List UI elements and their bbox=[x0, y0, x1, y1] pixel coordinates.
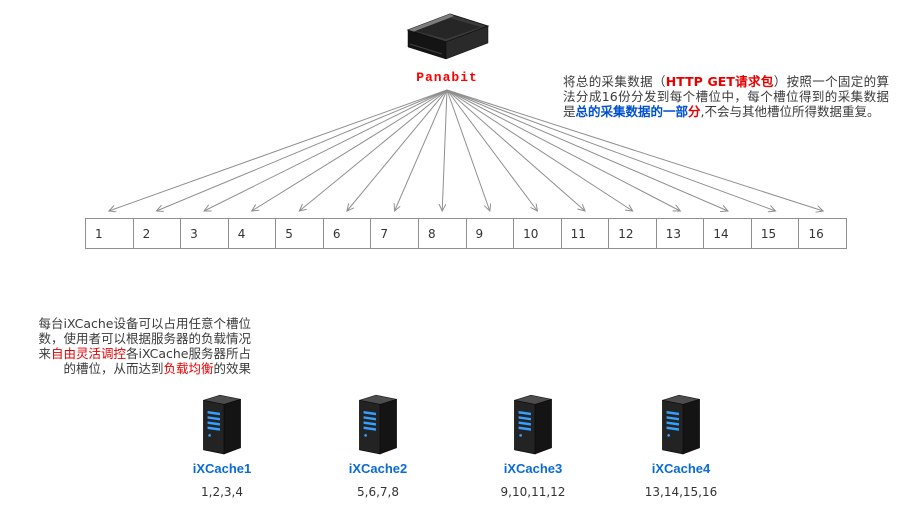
server-slot-list: 5,6,7,8 bbox=[357, 485, 399, 499]
server-ixcache1: iXCache1 1,2,3,4 bbox=[174, 390, 270, 499]
server-slot-list: 13,14,15,16 bbox=[644, 485, 718, 499]
distribution-arrow bbox=[299, 89, 448, 211]
panabit-label: Panabit bbox=[416, 70, 478, 85]
distribution-arrow bbox=[252, 89, 448, 211]
server-tower-icon bbox=[507, 390, 559, 456]
server-ixcache3: iXCache3 9,10,11,12 bbox=[485, 390, 581, 499]
server-slot-list: 1,2,3,4 bbox=[201, 485, 243, 499]
slot-cell: 8 bbox=[418, 218, 467, 249]
slot-cell: 14 bbox=[704, 218, 752, 249]
server-ixcache2: iXCache2 5,6,7,8 bbox=[330, 390, 426, 499]
note-segment: 分 bbox=[688, 104, 701, 119]
slot-cell: 5 bbox=[276, 218, 324, 249]
note-segment: ）按照一个固定的算法分成16份分发到每个槽位中，每个槽位得到的采集数据是 bbox=[563, 74, 889, 119]
note-segment: 每台iXCache设备可以占用任意个槽位数，使用者可以根据服务器的负载情况来 bbox=[38, 316, 251, 361]
server-tower-icon bbox=[655, 390, 707, 456]
panabit-device-icon bbox=[398, 8, 498, 72]
note-segment: 各iXCache服务器所占的槽位，从而达到 bbox=[63, 346, 251, 376]
server-tower-icon bbox=[352, 390, 404, 456]
slot-cell: 16 bbox=[799, 218, 847, 249]
slot-cell: 11 bbox=[561, 218, 610, 249]
network-appliance-icon bbox=[406, 13, 490, 60]
slot-cell: 6 bbox=[323, 218, 372, 249]
distribution-arrow bbox=[446, 89, 490, 211]
slot-cell: 13 bbox=[656, 218, 705, 249]
slot-cell: 2 bbox=[133, 218, 182, 249]
distribution-arrow bbox=[156, 89, 448, 211]
server-name: iXCache2 bbox=[348, 461, 408, 476]
server-tower-icon bbox=[196, 390, 248, 456]
load-balance-note: 每台iXCache设备可以占用任意个槽位数，使用者可以根据服务器的负载情况来自由… bbox=[33, 316, 251, 376]
distribution-arrow bbox=[109, 89, 448, 211]
server-ixcache4: iXCache4 13,14,15,16 bbox=[633, 390, 729, 499]
slot-cell: 1 bbox=[85, 218, 134, 249]
server-name: iXCache4 bbox=[651, 461, 711, 476]
note-segment: 的效果 bbox=[213, 361, 251, 376]
note-segment: 总的采集数据的一部 bbox=[575, 104, 689, 119]
distribution-arrow bbox=[347, 89, 448, 211]
slot-cell: 9 bbox=[466, 218, 515, 249]
slot-cell: 4 bbox=[228, 218, 277, 249]
note-segment: 负载均衡 bbox=[163, 361, 214, 376]
slot-cell: 3 bbox=[181, 218, 229, 249]
slot-cell: 12 bbox=[609, 218, 657, 249]
server-name: iXCache1 bbox=[192, 461, 252, 476]
note-segment: HTTP GET请求包 bbox=[665, 74, 774, 89]
distribution-note: 将总的采集数据（HTTP GET请求包）按照一个固定的算法分成16份分发到每个槽… bbox=[563, 74, 889, 119]
slot-cell: 7 bbox=[371, 218, 419, 249]
server-name: iXCache3 bbox=[503, 461, 563, 476]
distribution-arrow bbox=[204, 89, 448, 211]
note-segment: ,不会与其他槽位所得数据重复。 bbox=[700, 104, 880, 119]
slot-cell: 15 bbox=[751, 218, 800, 249]
distribution-arrow bbox=[395, 89, 448, 211]
distribution-arrow bbox=[442, 89, 448, 211]
distribution-arrow bbox=[446, 89, 537, 211]
server-slot-list: 9,10,11,12 bbox=[500, 485, 566, 499]
note-segment: 将总的采集数据（ bbox=[563, 74, 666, 89]
note-segment: 自由灵活调控 bbox=[50, 346, 126, 361]
slot-cell: 10 bbox=[514, 218, 562, 249]
